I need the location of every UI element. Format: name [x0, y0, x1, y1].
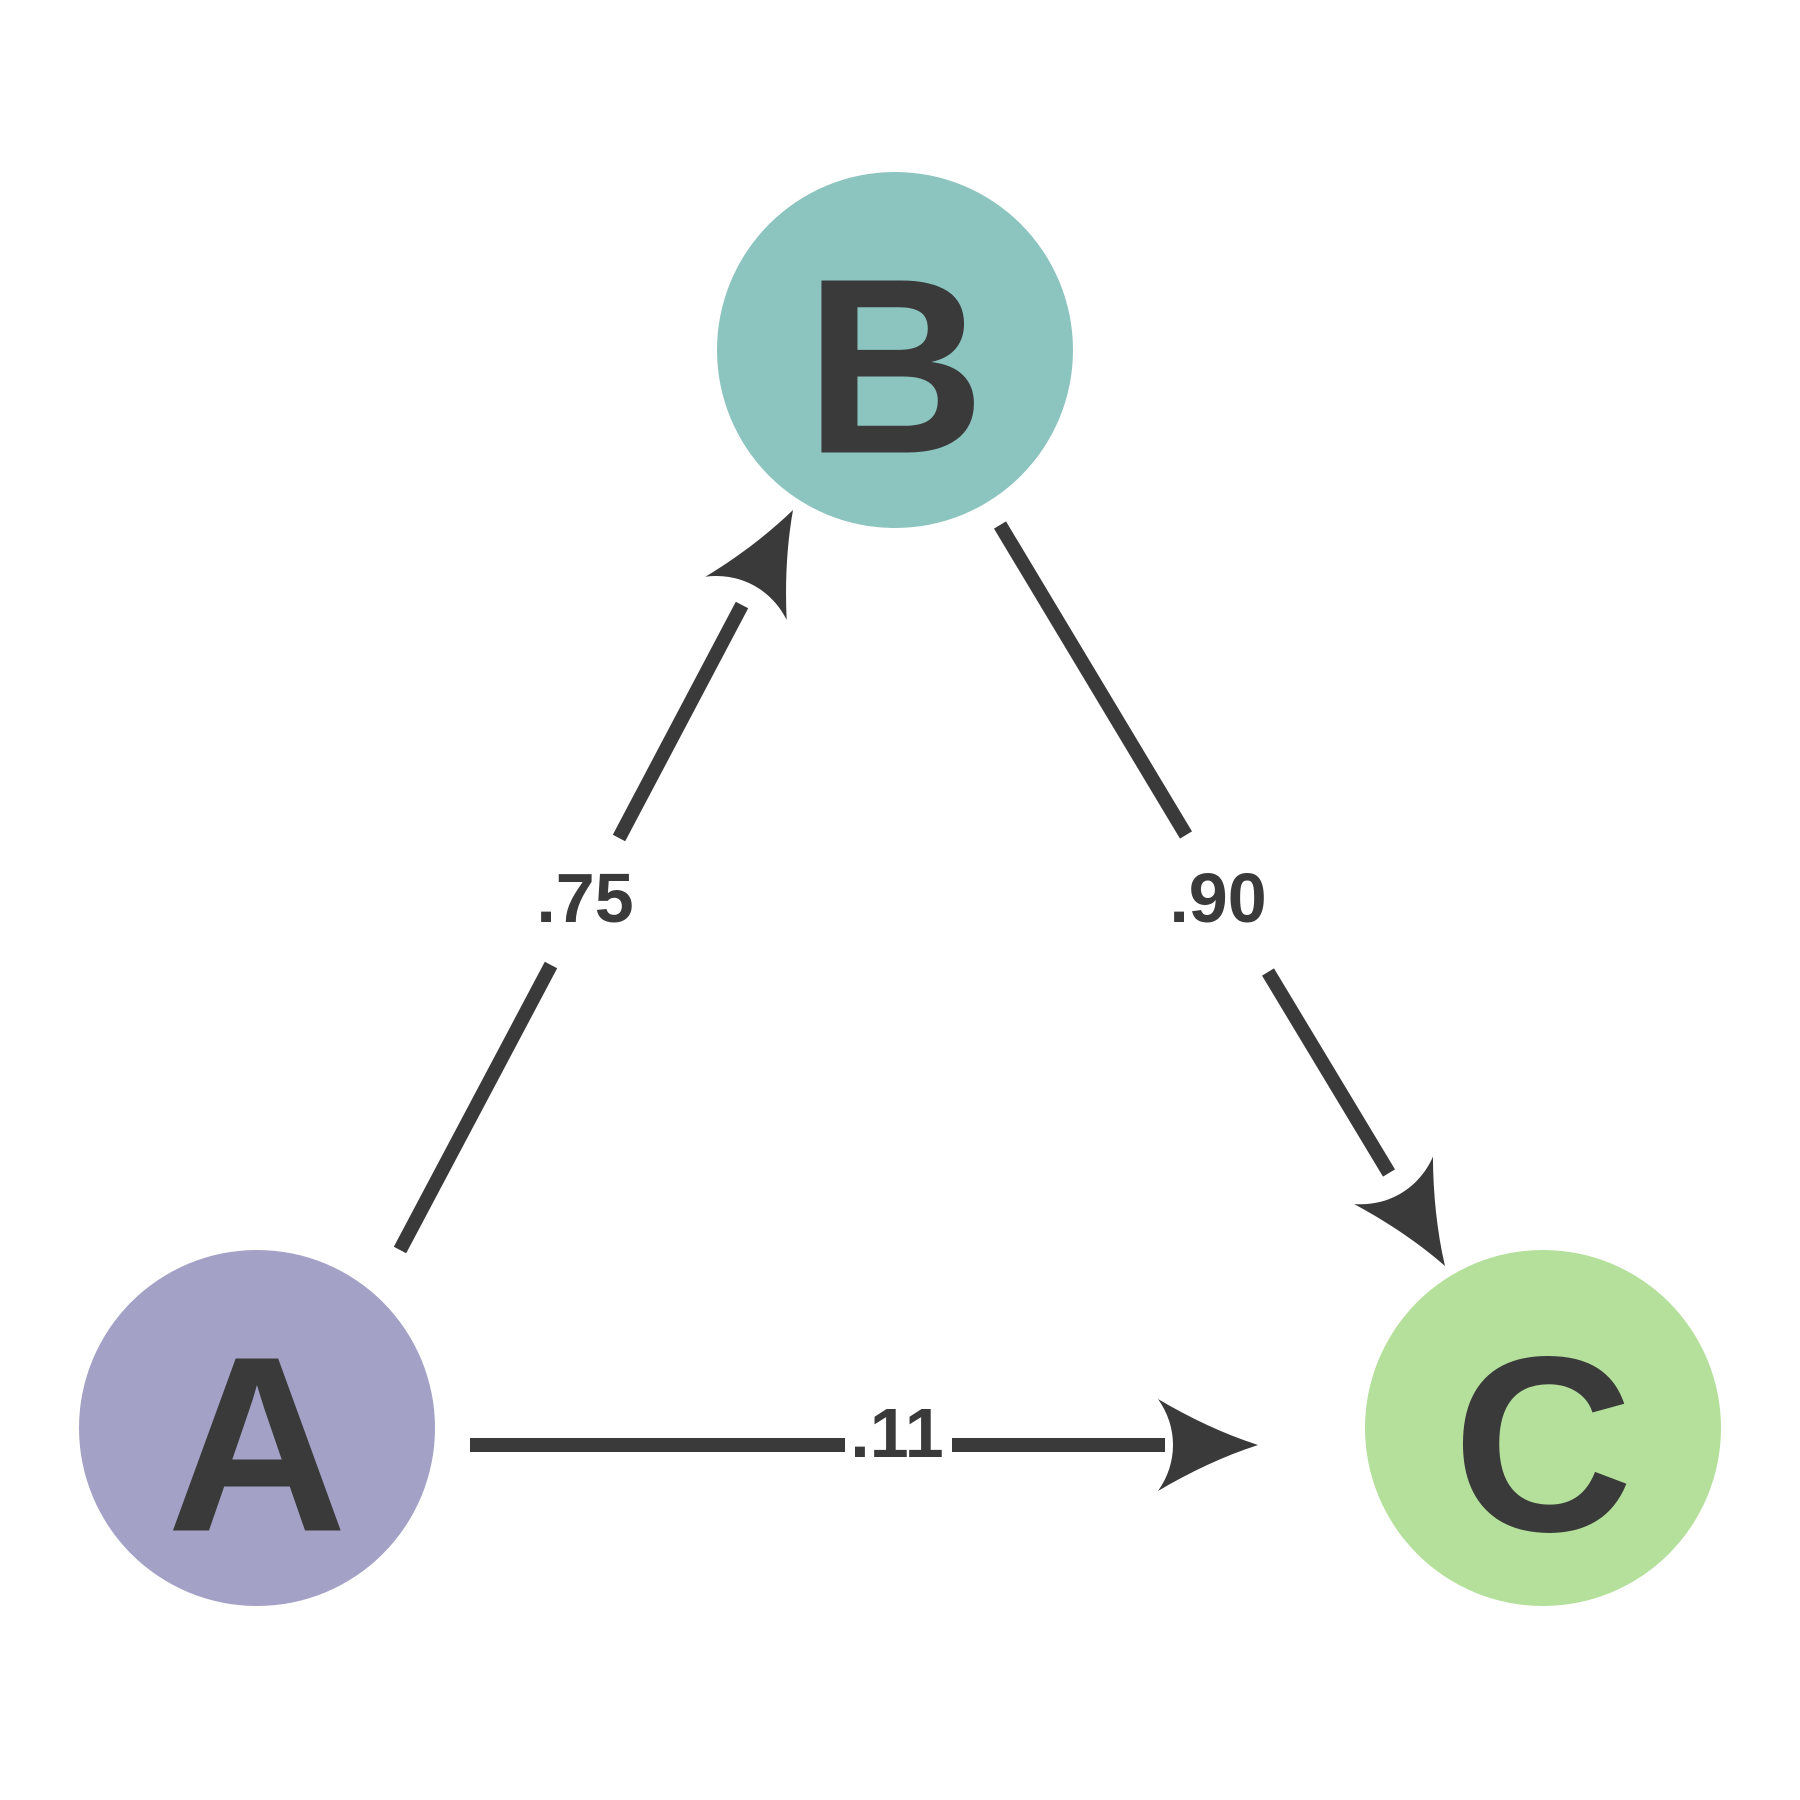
- edge-b-c-shaft-upper: [993, 521, 1193, 839]
- edge-b-c-weight-label: .90: [1169, 859, 1266, 937]
- node-c: C: [1365, 1250, 1721, 1606]
- edge-b-c: .90: [993, 521, 1445, 1266]
- edge-a-c-weight-label: .11: [850, 1394, 943, 1472]
- edge-a-c: .11: [470, 1394, 1258, 1491]
- edge-a-b-arrowhead-icon: [705, 510, 793, 620]
- node-b-circle: [717, 172, 1073, 528]
- edge-b-c-arrowhead-icon: [1354, 1156, 1445, 1266]
- edge-b-c-shaft-lower: [1262, 968, 1395, 1177]
- edge-a-b-weight-label: .75: [536, 859, 633, 937]
- edge-a-b-shaft-upper: [612, 601, 749, 842]
- edge-a-b: .75: [393, 510, 793, 1254]
- node-b-label: B: [805, 227, 986, 506]
- edge-a-c-arrowhead-icon: [1158, 1399, 1258, 1491]
- node-b: B: [717, 172, 1073, 528]
- node-a-label: A: [167, 1305, 348, 1584]
- node-a-circle: [79, 1250, 435, 1606]
- node-a: A: [79, 1250, 435, 1606]
- node-c-circle: [1365, 1250, 1721, 1606]
- node-c-label: C: [1453, 1305, 1634, 1584]
- edge-a-b-shaft-lower: [393, 961, 558, 1254]
